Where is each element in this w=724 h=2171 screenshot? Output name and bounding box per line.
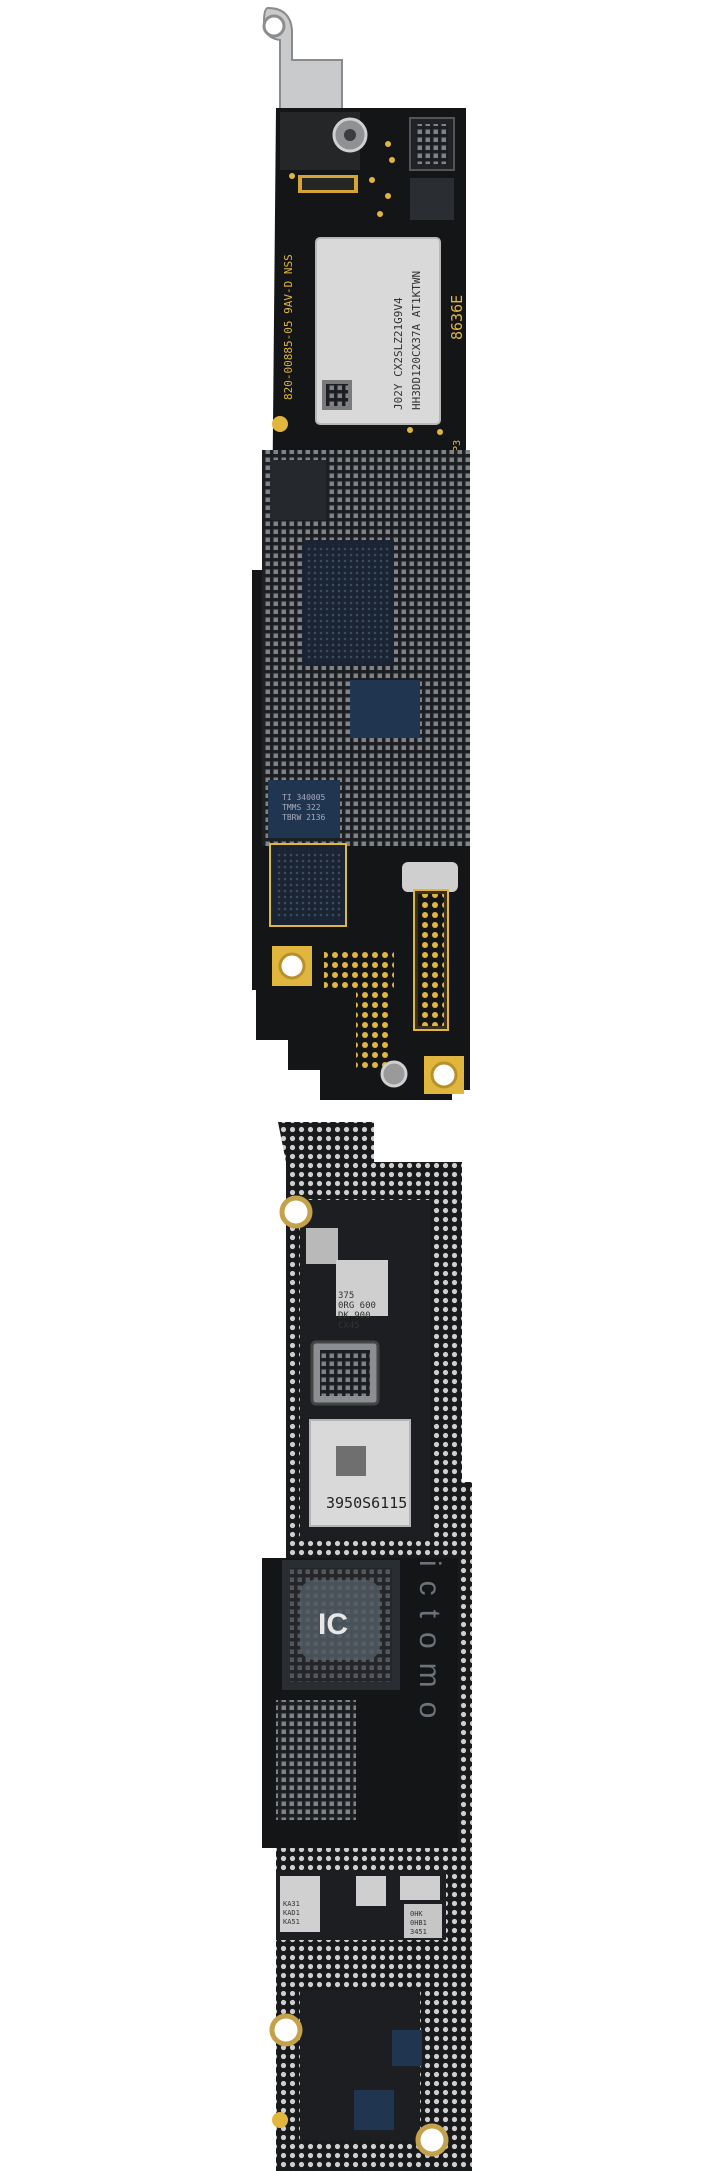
top-logic-board: HH3DD120CX37A AT1KTWN J02Y CX2SLZ21G9V4 … <box>252 6 470 1100</box>
apple-logo-icon <box>272 416 288 432</box>
apple-logo-icon <box>272 2112 288 2128</box>
small-chip-text-3: KA51 <box>283 1918 300 1926</box>
right-chip-text-1: 0HK <box>410 1910 423 1918</box>
right-chip-text-3: 3451 <box>410 1928 427 1936</box>
watermark-text: ictomo <box>413 1560 446 1732</box>
shield-chip-text-1: HH3DD120CX37A AT1KTWN <box>410 271 423 410</box>
right-chip-text-2: 0HB1 <box>410 1919 427 1927</box>
small-chip-text-2: KAD1 <box>283 1909 300 1917</box>
watermark-logo-text: IC <box>318 1608 348 1641</box>
part-number-label: 820-00885-05 9AV-D NSS <box>282 254 295 400</box>
chip-a-text-4: CX45 <box>338 1321 360 1331</box>
small-chip-text-1: KA31 <box>283 1900 300 1908</box>
chip-a-text-1: 375 <box>338 1291 354 1301</box>
pmic-text-3: TBRW 2136 <box>282 813 326 822</box>
chip-a-text-3: DK 900 <box>338 1311 371 1321</box>
pmic-text-2: TMMS 322 <box>282 803 321 812</box>
pmic-text-1: TI 340005 <box>282 793 326 802</box>
shield-chip-text-2: J02Y CX2SLZ21G9V4 <box>392 297 405 410</box>
chip-a-text-2: 0RG 600 <box>338 1301 376 1311</box>
modem-label: 3950S6115 <box>326 1494 407 1512</box>
bottom-logic-board: 375 0RG 600 DK 900 CX45 3950S6115 IC ict… <box>262 1122 472 2171</box>
chip-code-label: 8636E <box>448 295 466 340</box>
